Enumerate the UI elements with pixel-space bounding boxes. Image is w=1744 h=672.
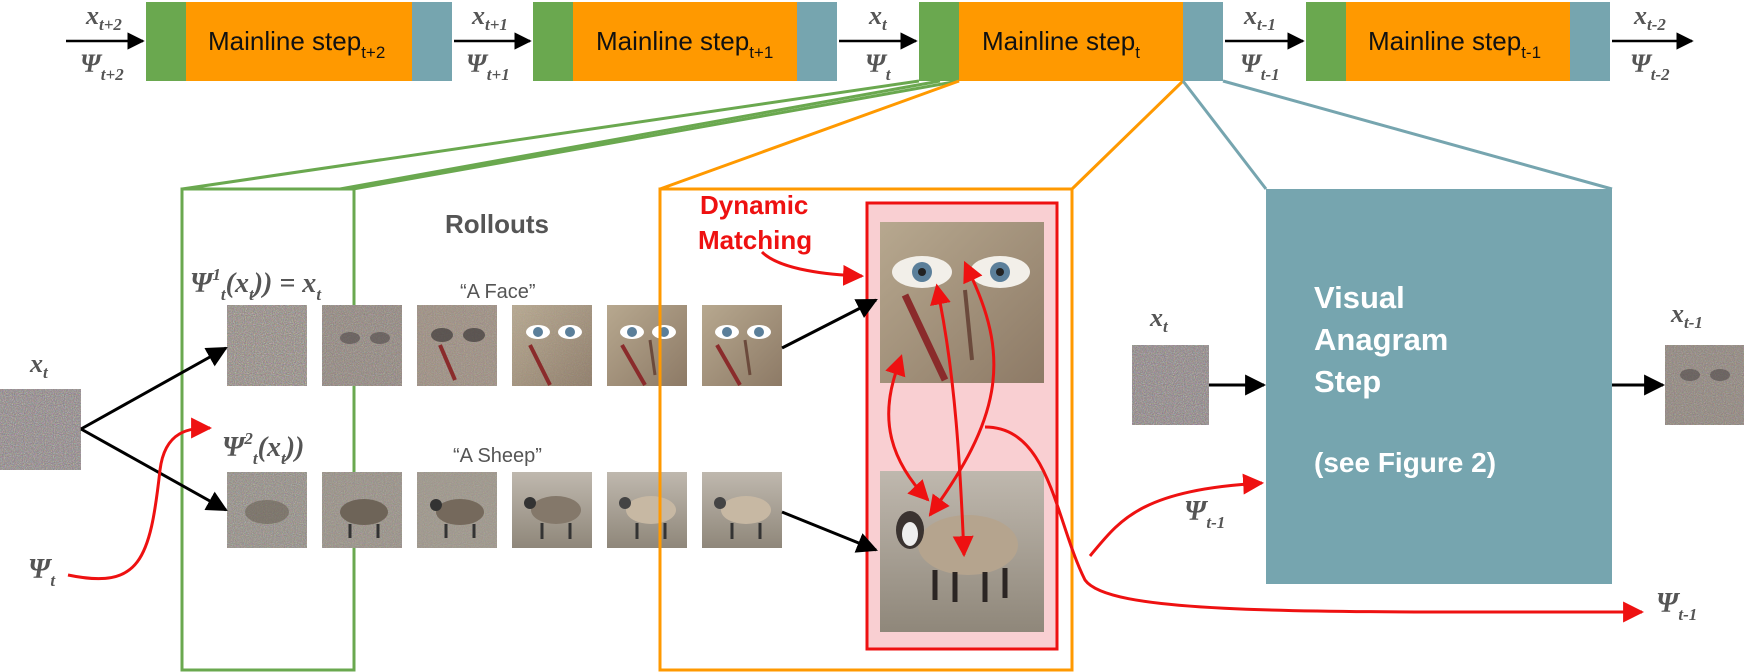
psi1-label: Ψ1t(xt)) = xt <box>190 265 322 304</box>
label-x-t-1: xt-1 <box>1243 1 1276 34</box>
mainline-step-t+2-label: Mainline stept+2 <box>208 26 385 62</box>
mainline-step-t-green-block <box>919 2 959 81</box>
input-arrow-to-sheep <box>80 427 228 512</box>
mainline-step-t+1-teal-block <box>797 2 837 81</box>
mainline-step-t-1-box <box>1346 2 1570 81</box>
sheep-thumb-5 <box>607 472 687 548</box>
matching-swap-arrow-1 <box>885 354 930 502</box>
anagram-step-panel: Visual Anagram Step (see Figure 2) xt Ψt… <box>1132 189 1744 624</box>
anagram-x-t-label: xt <box>1149 303 1169 336</box>
face-thumb-2 <box>322 305 402 386</box>
mainline-step-t-1-label: Mainline stept-1 <box>1368 26 1541 62</box>
face-thumb-5 <box>607 305 687 386</box>
anagram-x-t-1-label: xt-1 <box>1670 299 1703 332</box>
rollouts-panel: Rollouts Ψ1t(xt)) = xt Ψ2t(xt)) “A Face”… <box>180 187 782 672</box>
psi2-label: Ψ2t(xt)) <box>222 429 304 468</box>
input-left: xt Ψt <box>0 346 228 590</box>
mainline-row: Mainline stept+2 Mainline stept+1 Mainli… <box>66 1 1694 84</box>
label-psi-t+1: Ψt+1 <box>466 49 510 84</box>
final-psi-t-1-label: Ψt-1 <box>1656 588 1697 624</box>
anagram-line3: Step <box>1314 364 1381 399</box>
label-x-t+2: xt+2 <box>85 1 122 34</box>
matching-output-arrow <box>984 425 1645 623</box>
label-psi-t-2: Ψt-2 <box>1630 49 1670 84</box>
matching-orange-box <box>658 187 1074 672</box>
dynamic-matching-panel: Dynamic Matching <box>658 187 1645 672</box>
input-psi-t-label: Ψt <box>28 554 56 590</box>
matching-title-line2: Matching <box>698 225 812 255</box>
face-thumb-1 <box>227 305 307 386</box>
psi-to-anagram-arrow <box>1088 473 1265 557</box>
anagram-psi-in-label: Ψt-1 <box>1184 496 1225 532</box>
sheep-thumb-6 <box>702 472 782 548</box>
mainline-step-t-1-teal-block <box>1570 2 1610 81</box>
expansion-lines <box>181 79 1613 191</box>
mainline-step-t-label: Mainline stept <box>982 26 1140 62</box>
mainline-step-t+2-green-block <box>146 2 186 81</box>
mainline-step-t-1-green-block <box>1306 2 1346 81</box>
sheep-thumb-4 <box>512 472 592 548</box>
label-x-t: xt <box>868 1 888 34</box>
sheep-rollout-thumbnails <box>227 472 782 548</box>
anagram-step-box <box>1266 189 1612 584</box>
matching-swap-arrow-3 <box>928 260 996 517</box>
input-x-t-thumbnail <box>0 389 81 470</box>
mainline-step-t+1-box <box>573 2 797 81</box>
matching-title-line1: Dynamic <box>700 190 808 220</box>
face-rollout-thumbnails <box>227 305 782 386</box>
input-x-t-label: xt <box>29 349 49 382</box>
mainline-step-t-box <box>959 2 1183 81</box>
label-x-t+1: xt+1 <box>471 1 508 34</box>
sheep-thumb-3 <box>417 472 497 548</box>
face-thumb-6 <box>702 305 782 386</box>
label-x-t-2: xt-2 <box>1633 1 1666 34</box>
mainline-step-t-teal-block <box>1183 2 1223 81</box>
anagram-line2: Anagram <box>1314 322 1448 357</box>
rollouts-green-box <box>180 187 356 672</box>
label-psi-t+2: Ψt+2 <box>80 49 124 84</box>
prompt-sheep: “A Sheep” <box>453 445 542 467</box>
sheep-thumb-1 <box>227 472 307 548</box>
mainline-step-t+2-teal-block <box>412 2 452 81</box>
matched-face-image <box>880 222 1044 383</box>
sheep-to-match-arrow <box>781 510 878 553</box>
anagram-line1: Visual <box>1314 280 1405 315</box>
mainline-step-t+1-green-block <box>533 2 573 81</box>
label-psi-t: Ψt <box>865 49 892 84</box>
anagram-line4: (see Figure 2) <box>1314 447 1496 478</box>
face-to-match-arrow <box>781 298 878 350</box>
rollouts-title: Rollouts <box>445 209 549 239</box>
mainline-step-t+2-box <box>186 2 412 81</box>
sheep-thumb-2 <box>322 472 402 548</box>
face-thumb-3 <box>417 305 497 386</box>
matching-arrow-in <box>760 250 865 286</box>
input-arrow-to-face <box>80 346 228 431</box>
anagram-output-thumbnail <box>1665 345 1744 425</box>
prompt-face: “A Face” <box>460 281 536 303</box>
psi-t-red-arrow <box>67 417 213 581</box>
face-thumb-4 <box>512 305 592 386</box>
label-psi-t-1: Ψt-1 <box>1240 49 1280 84</box>
anagram-input-thumbnail <box>1132 345 1209 425</box>
mainline-step-t+1-label: Mainline stept+1 <box>596 26 773 62</box>
